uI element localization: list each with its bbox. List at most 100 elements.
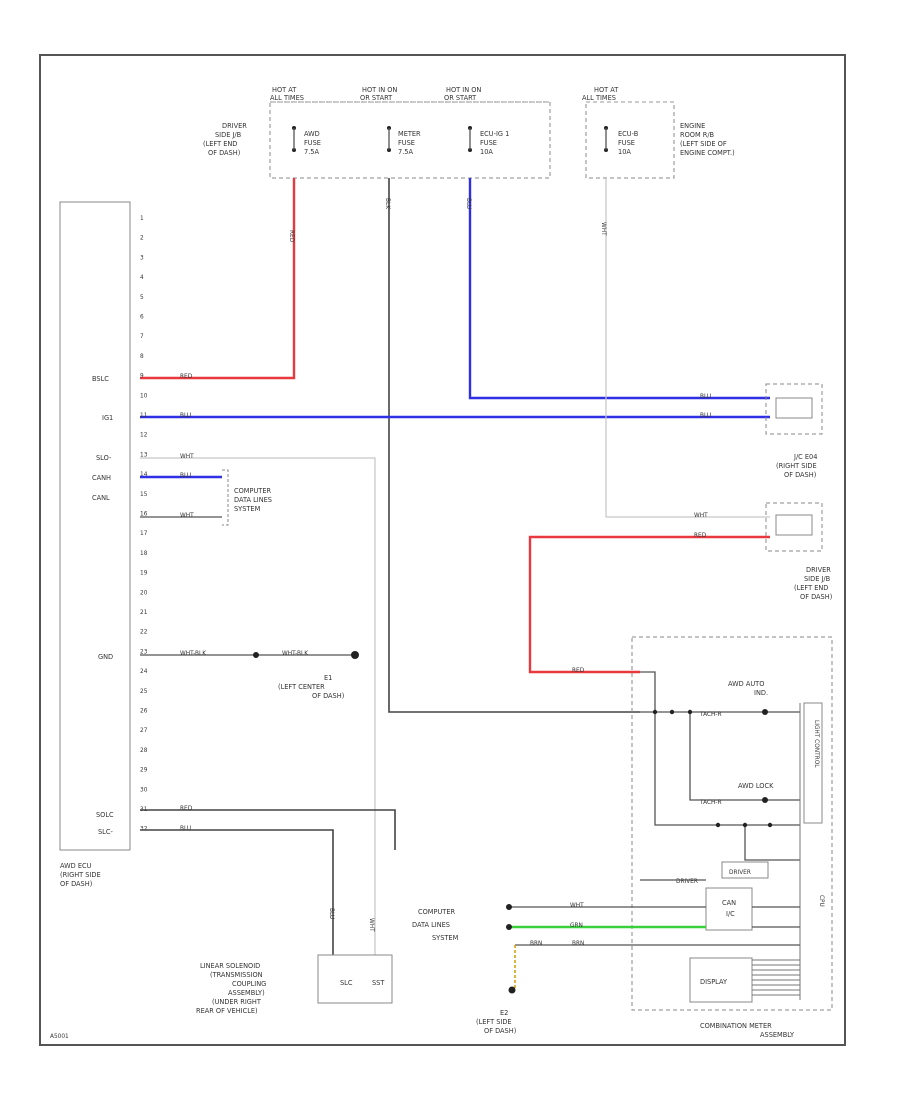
svg-text:OF DASH): OF DASH) — [60, 880, 92, 888]
svg-text:ALL TIMES: ALL TIMES — [270, 94, 304, 102]
svg-text:ALL TIMES: ALL TIMES — [582, 94, 616, 102]
light-control-box — [803, 702, 823, 824]
ecu-pin-number: 9 — [140, 374, 144, 380]
svg-text:CAN: CAN — [722, 899, 736, 907]
svg-text:10A: 10A — [618, 148, 631, 156]
svg-text:HOT IN ON: HOT IN ON — [446, 86, 481, 94]
svg-text:HOT AT: HOT AT — [272, 86, 297, 94]
svg-text:E2: E2 — [500, 1009, 508, 1017]
svg-text:(UNDER RIGHT: (UNDER RIGHT — [212, 998, 262, 1006]
svg-text:WHT: WHT — [368, 918, 374, 932]
meter-caption: COMBINATION METER ASSEMBLY — [700, 1022, 795, 1039]
svg-text:CANH: CANH — [92, 474, 111, 482]
svg-text:(RIGHT SIDE: (RIGHT SIDE — [776, 462, 817, 470]
svg-text:ECU-B: ECU-B — [618, 130, 639, 138]
svg-text:RED: RED — [288, 230, 294, 243]
ecu-pin-number: 3 — [140, 255, 144, 261]
svg-text:DATA LINES: DATA LINES — [234, 496, 272, 504]
svg-text:(TRANSMISSION: (TRANSMISSION — [210, 971, 263, 979]
label-jc-right: J/C E04 (RIGHT SIDE OF DASH) — [776, 453, 817, 479]
ecu-pin-number: 16 — [140, 512, 148, 518]
svg-text:WHT: WHT — [694, 513, 708, 519]
wire-solc — [140, 809, 396, 850]
svg-text:HOT AT: HOT AT — [594, 86, 619, 94]
svg-text:REAR OF VEHICLE): REAR OF VEHICLE) — [196, 1007, 258, 1015]
svg-text:ASSEMBLY): ASSEMBLY) — [228, 989, 265, 997]
svg-text:HOT IN ON: HOT IN ON — [362, 86, 397, 94]
ecu-pin-number: 15 — [140, 492, 148, 498]
ecu-pin-number: 21 — [140, 610, 148, 616]
svg-text:SYSTEM: SYSTEM — [432, 934, 459, 942]
svg-text:J/C E04: J/C E04 — [793, 453, 817, 461]
computer-data-lines-label-right: COMPUTER DATA LINES SYSTEM — [412, 908, 459, 942]
svg-text:ECU-IG 1: ECU-IG 1 — [480, 130, 509, 138]
svg-text:FUSE: FUSE — [480, 139, 497, 147]
meter-driver-box — [721, 861, 769, 879]
svg-text:DRIVER: DRIVER — [729, 870, 751, 876]
ecu-pin-number: 18 — [140, 551, 148, 557]
awd-lock-label: AWD LOCK — [738, 782, 774, 790]
svg-text:COMPUTER: COMPUTER — [418, 908, 455, 916]
svg-text:OF DASH): OF DASH) — [208, 149, 240, 157]
svg-text:SYSTEM: SYSTEM — [234, 505, 261, 513]
ecu-pin-number: 23 — [140, 649, 148, 655]
ecu-pin-number: 30 — [140, 787, 148, 793]
svg-text:TACH-R: TACH-R — [699, 712, 721, 718]
svg-text:OF DASH): OF DASH) — [312, 692, 344, 700]
meter-trace-4 — [744, 825, 800, 861]
svg-text:FUSE: FUSE — [304, 139, 321, 147]
svg-text:BRN: BRN — [572, 941, 584, 947]
svg-text:WHT: WHT — [180, 454, 194, 460]
ecu-pin-number: 7 — [140, 334, 144, 340]
jc-e04-terminal — [775, 397, 813, 419]
wire-black-meter — [388, 178, 640, 713]
svg-text:DRIVER: DRIVER — [806, 566, 831, 574]
ecu-pin-number: 17 — [140, 531, 148, 537]
ecu-pin-number: 24 — [140, 669, 148, 675]
ecu-pin-number: 11 — [140, 413, 148, 419]
ecu-pin-number: 27 — [140, 728, 148, 734]
svg-text:SOLC: SOLC — [96, 811, 114, 819]
svg-text:RED: RED — [180, 374, 193, 380]
svg-text:AWD: AWD — [304, 130, 320, 138]
ecu-pin-number: 26 — [140, 709, 148, 715]
ecu-pin-number: 19 — [140, 571, 148, 577]
svg-text:BLU: BLU — [180, 826, 191, 832]
ecu-pin-number: 10 — [140, 393, 148, 399]
can-ic-box — [705, 887, 753, 931]
svg-text:COMPUTER: COMPUTER — [234, 487, 271, 495]
svg-text:7.5A: 7.5A — [304, 148, 319, 156]
svg-text:DATA LINES: DATA LINES — [412, 921, 450, 929]
svg-text:COUPLING: COUPLING — [232, 980, 266, 988]
footer-code: A5001 — [50, 1034, 69, 1040]
svg-text:COMBINATION METER: COMBINATION METER — [700, 1022, 772, 1030]
wire-red-meter — [528, 535, 770, 674]
label-driver-jb-right: DRIVER SIDE J/B (LEFT END OF DASH) — [794, 566, 832, 601]
svg-text:SLC: SLC — [340, 979, 353, 987]
svg-text:SIDE J/B: SIDE J/B — [804, 575, 831, 583]
svg-text:DISPLAY: DISPLAY — [700, 978, 728, 986]
ecu-pin-number: 28 — [140, 748, 148, 754]
ecu-pin-number: 8 — [140, 354, 144, 360]
awd-auto-indicator-label: AWD AUTO IND. — [728, 680, 768, 697]
svg-text:OF DASH): OF DASH) — [484, 1027, 516, 1035]
jc-e04-connector — [765, 383, 823, 435]
ecu-pin-number: 6 — [140, 315, 144, 321]
svg-text:BSLC: BSLC — [92, 375, 109, 383]
can-bracket — [222, 469, 229, 526]
wire-white-slo — [140, 457, 376, 1000]
svg-text:ASSEMBLY: ASSEMBLY — [760, 1031, 795, 1039]
svg-text:ROOM R/B: ROOM R/B — [680, 131, 715, 139]
svg-text:SLO-: SLO- — [96, 454, 112, 462]
svg-text:BLU: BLU — [180, 413, 191, 419]
meter-trace-1 — [640, 671, 800, 826]
label-engine-room: ENGINE ROOM R/B (LEFT SIDE OF ENGINE COM… — [680, 122, 735, 157]
svg-text:WHT: WHT — [180, 513, 194, 519]
label-driver-jb-top: DRIVER SIDE J/B (LEFT END OF DASH) — [203, 122, 247, 157]
awd-ecu-box — [59, 201, 131, 851]
ecu-pin-number: 22 — [140, 630, 148, 636]
svg-text:RED: RED — [572, 668, 585, 674]
svg-text:WHT-BLK: WHT-BLK — [180, 651, 206, 657]
fuse-ecu-b: HOT AT ALL TIMES ECU-B FUSE 10A — [582, 86, 639, 156]
svg-text:BLU: BLU — [700, 413, 711, 419]
